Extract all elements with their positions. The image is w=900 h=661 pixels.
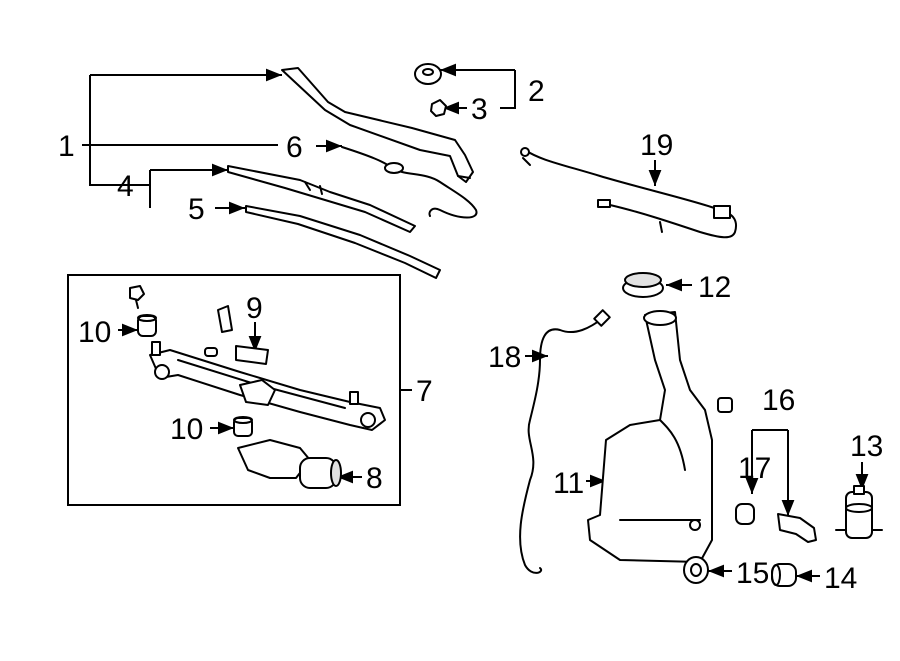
washer-hose-reservoir (519, 309, 611, 574)
pump-seal (735, 503, 755, 525)
reservoir-grommet (683, 556, 709, 584)
callout-10-lower: 10 (170, 413, 203, 446)
callout-12: 12 (698, 271, 731, 304)
callout-11: 11 (553, 467, 584, 500)
callout-2: 2 (528, 75, 545, 108)
linkage-inset-box (67, 274, 401, 506)
callout-8: 8 (366, 462, 383, 495)
linkage-assembly (149, 341, 386, 431)
pump-grommet (771, 563, 797, 587)
bushing-lower (233, 416, 253, 437)
callout-16: 16 (762, 384, 795, 417)
wiper-blade (227, 165, 416, 233)
callout-19: 19 (640, 129, 673, 162)
washer-reservoir (587, 310, 713, 563)
leader-2-bracket (500, 70, 516, 109)
callout-1: 1 (58, 130, 75, 163)
callout-labels: 1 2 3 4 5 6 7 8 9 10 10 11 12 13 14 15 1… (58, 75, 883, 595)
bushing-upper (137, 314, 157, 337)
rear-washer-hose (520, 147, 738, 239)
arm-cap (414, 63, 442, 85)
callout-14: 14 (824, 562, 857, 595)
callout-13: 13 (850, 430, 883, 463)
callout-3: 3 (471, 93, 488, 126)
callout-6: 6 (286, 131, 303, 164)
callout-18: 18 (488, 341, 521, 374)
callout-4: 4 (117, 170, 134, 203)
leader-lines (82, 63, 869, 583)
blade-insert (245, 205, 441, 279)
callout-17: 17 (738, 452, 771, 485)
pivot-bolt-upper (129, 285, 145, 309)
reservoir-cap (622, 272, 664, 298)
callout-9: 9 (246, 292, 263, 325)
leader-1-bracket (89, 75, 150, 186)
callout-10-upper: 10 (78, 316, 111, 349)
callout-5: 5 (188, 193, 205, 226)
callout-15: 15 (736, 557, 769, 590)
washer-hose-arm (341, 146, 478, 219)
wiper-arm (281, 67, 474, 183)
linkage-bolt (204, 305, 269, 365)
pump-connector (777, 513, 817, 543)
level-sensor-plug (717, 397, 733, 413)
arm-nut (430, 99, 447, 117)
washer-pump (835, 485, 883, 539)
callout-7: 7 (416, 375, 433, 408)
wiper-motor (237, 439, 342, 489)
